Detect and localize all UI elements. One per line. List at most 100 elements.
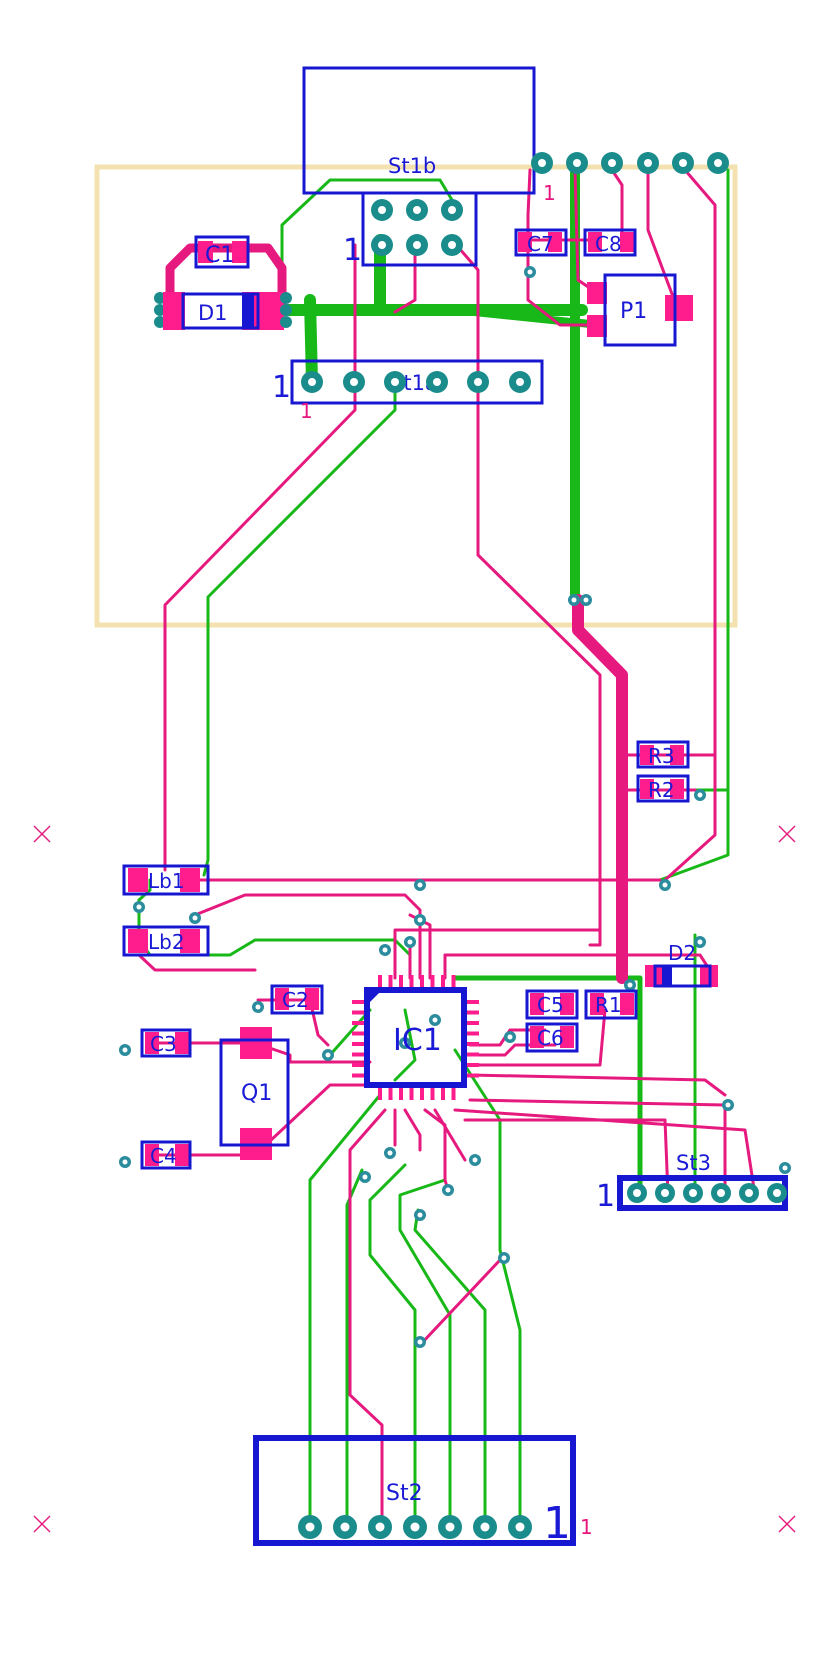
ic1-pin	[465, 1052, 479, 1057]
c6-label: C6	[537, 1026, 564, 1050]
fiducial-mark	[778, 1515, 796, 1533]
st1b-pads	[371, 199, 463, 256]
trace	[463, 1118, 670, 1197]
fiducial-mark	[33, 1515, 51, 1533]
c7-label: C7	[527, 232, 554, 256]
pad	[655, 1183, 675, 1203]
via	[694, 936, 706, 948]
c4-label: C4	[150, 1144, 177, 1168]
trace	[433, 1108, 467, 1162]
pad	[739, 1183, 759, 1203]
trace	[148, 1083, 372, 1157]
q1-label: Q1	[241, 1081, 272, 1106]
pad	[384, 371, 406, 393]
q1-outline	[219, 1038, 290, 1147]
c6-outline	[525, 1022, 579, 1053]
via	[659, 879, 671, 891]
p1-outline	[603, 273, 677, 347]
trace	[398, 1178, 452, 1529]
ic1-pin	[441, 1086, 445, 1100]
ic1-pin	[451, 1086, 456, 1100]
st1b-pin1-marker: 1	[343, 233, 362, 268]
pad	[637, 152, 659, 174]
trace	[393, 1008, 417, 1082]
r1-label: R1	[595, 993, 622, 1017]
trace	[345, 1168, 364, 1529]
diode-d2: D2	[645, 941, 718, 988]
trace-power-red	[572, 594, 628, 984]
ic1-pin	[399, 1086, 403, 1100]
via	[442, 1184, 454, 1196]
capacitor-c2: C2	[270, 984, 324, 1015]
r2-label: R2	[648, 778, 675, 802]
inductor-lb2: Lb2	[122, 925, 210, 957]
trace	[368, 1163, 417, 1529]
c3-outline	[140, 1028, 192, 1058]
via	[399, 1037, 411, 1049]
ic1-pin	[409, 975, 414, 989]
trace	[193, 893, 422, 980]
trace-c1-loop	[165, 243, 287, 315]
pad	[371, 199, 393, 221]
via	[189, 912, 201, 924]
c5-outline	[525, 989, 579, 1020]
trace	[418, 1258, 502, 1347]
ic1-pin	[430, 975, 435, 989]
ic1-left-pins	[352, 1000, 366, 1078]
via	[379, 944, 391, 956]
ic1-top-pins	[378, 975, 456, 989]
trace	[163, 380, 357, 872]
pad	[371, 234, 393, 256]
lb2-outline	[122, 925, 210, 957]
top-copper-traces	[137, 168, 757, 1529]
ic1-bottom-pins	[378, 1086, 456, 1100]
st1a-pads	[301, 371, 531, 393]
connector-st1b: St1b 1 1	[302, 66, 556, 268]
via	[119, 1156, 131, 1168]
c2-label: C2	[282, 988, 309, 1012]
trace	[280, 178, 454, 292]
via	[252, 1001, 264, 1013]
capacitor-c3: C3	[140, 1028, 192, 1058]
ic1-pin	[378, 975, 382, 989]
via	[624, 979, 636, 991]
via	[414, 914, 426, 926]
ic1-pin	[352, 1063, 366, 1067]
st3-pin1-marker: 1	[596, 1179, 615, 1214]
trace-power-down	[304, 294, 318, 388]
via	[429, 1014, 441, 1026]
capacitor-c4: C4	[140, 1140, 192, 1170]
vias	[119, 266, 791, 1348]
st1b-label: St1b	[388, 154, 436, 178]
via	[119, 1044, 131, 1056]
c7-outline	[514, 228, 568, 257]
trace	[328, 1008, 372, 1057]
ic1-outline	[364, 987, 467, 1088]
via	[498, 1252, 510, 1264]
c3-label: C3	[150, 1032, 177, 1056]
capacitor-c1: C1	[194, 235, 250, 269]
component-p1: P1	[587, 273, 693, 347]
trace	[308, 1093, 382, 1529]
ic1-pin	[441, 975, 445, 989]
trace	[658, 168, 730, 882]
ic1-pin	[465, 1021, 479, 1025]
ic1-pin	[420, 975, 424, 989]
fiducial-mark	[33, 825, 51, 843]
trace	[137, 953, 257, 972]
fiducial-mark	[778, 825, 796, 843]
trace	[468, 1008, 607, 1067]
ic1-pin	[465, 1042, 479, 1046]
trace	[646, 168, 680, 312]
via	[404, 936, 416, 948]
pad	[368, 1515, 392, 1539]
pad	[509, 371, 531, 393]
ic1-pin	[451, 975, 456, 989]
pad	[672, 152, 694, 174]
ic1-pin	[465, 1073, 479, 1078]
ic1-pin	[420, 1086, 424, 1100]
connector-st1a: St1a 1 1	[272, 359, 544, 423]
c1-label: C1	[205, 243, 234, 268]
d1-outline	[181, 292, 260, 330]
